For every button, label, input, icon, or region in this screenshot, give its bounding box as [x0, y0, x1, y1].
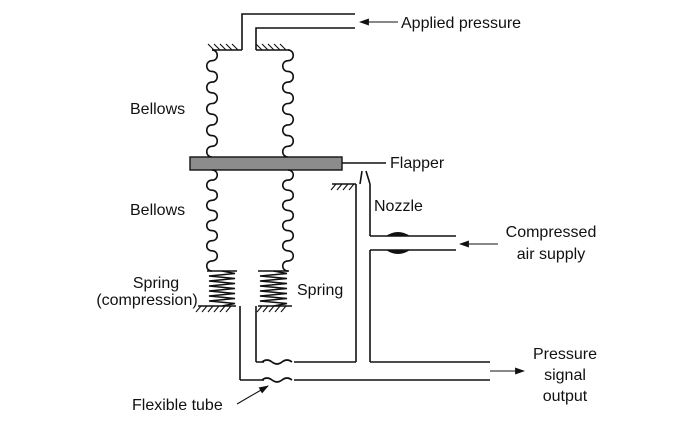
applied-pressure-label: Applied pressure: [401, 15, 521, 32]
upper-bellows-label: Bellows: [130, 101, 185, 118]
right-spring-label: Spring: [297, 282, 343, 299]
lower-bellows-label: Bellows: [130, 202, 185, 219]
flexible-tube-arrow: [236, 385, 269, 405]
compressed-air-label-line2: air supply: [517, 246, 585, 263]
flow-restriction: [386, 232, 410, 254]
left-spring-label-line1: Spring: [133, 275, 179, 292]
pressure-output-label-line1: Pressure: [533, 346, 597, 363]
right-spring: [256, 270, 292, 313]
left-spring-label-line2: (compression): [96, 292, 197, 309]
upper-bellows: [205, 49, 295, 158]
nozzle-support: [330, 183, 356, 191]
compressed-air-label-line1: Compressed: [506, 224, 597, 241]
pressure-output-label-line2: signal: [544, 367, 586, 384]
nozzle-label: Nozzle: [374, 198, 423, 215]
nozzle: [359, 170, 371, 185]
compressed-air-supply-line: [369, 235, 456, 362]
pressure-output-label-line3: output: [543, 388, 588, 405]
flapper-bar: [189, 156, 343, 171]
flexible-tube-label: Flexible tube: [132, 397, 223, 414]
applied-pressure-inlet-pipe: [241, 13, 355, 50]
left-compression-spring: [195, 270, 237, 313]
nozzle-tube: [355, 184, 371, 362]
flapper-label: Flapper: [390, 155, 445, 172]
flexible-tube-section: [261, 358, 294, 384]
top-fixed-support: [207, 43, 290, 51]
lower-bellows: [205, 169, 295, 272]
